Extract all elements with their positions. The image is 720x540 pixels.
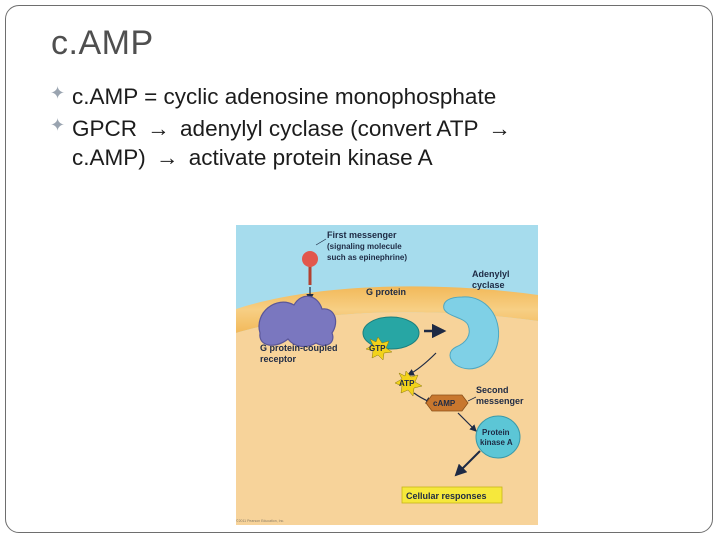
cellular-responses-label: Cellular responses — [406, 491, 487, 501]
first-messenger-label-2: (signaling molecule — [327, 242, 402, 251]
bullet-text-adenylyl: adenylyl cyclase (convert ATP — [180, 115, 479, 141]
first-messenger-label-1: First messenger — [327, 230, 397, 240]
bullet-marker-icon: ✦ — [50, 83, 66, 103]
right-arrow-icon: → — [488, 115, 511, 141]
ligand-icon — [302, 251, 318, 267]
adenylyl-cyclase-icon — [443, 296, 500, 370]
receptor-label-2: receptor — [260, 354, 297, 364]
second-messenger-leader — [467, 396, 477, 402]
bullet-marker-icon: ✦ — [50, 114, 66, 135]
receptor-icon — [258, 295, 337, 348]
pathway-diagram: First messenger (signaling molecule such… — [236, 225, 538, 525]
pka-label-1: Protein — [482, 428, 510, 437]
ligand-label-leader — [315, 238, 327, 246]
gtp-star-icon — [365, 336, 393, 361]
second-messenger-label-2: messenger — [476, 396, 524, 406]
camp-icon — [425, 394, 469, 412]
atp-label: ATP — [399, 379, 415, 388]
bullet-continuation: c.AMP) → activate protein kinase A — [50, 143, 670, 173]
activation-arrow-pka — [457, 412, 477, 432]
right-arrow-icon: → — [156, 145, 179, 171]
figure-credit: ©2011 Pearson Education, Inc. — [236, 519, 284, 523]
g-protein-label: G protein — [366, 287, 406, 297]
receptor-label-1: G protein-coupled — [260, 343, 338, 353]
bullet-text-gpcr: GPCR — [72, 115, 138, 141]
conversion-arrow-1 — [406, 352, 437, 376]
pka-label-2: kinase A — [480, 438, 513, 447]
bullet-item-camp-definition: ✦ c.AMP = cyclic adenosine monophosphate — [50, 82, 670, 112]
bullet-text: c.AMP = cyclic adenosine monophosphate — [72, 84, 497, 109]
camp-label: cAMP — [433, 399, 456, 408]
first-messenger-label-3: such as epinephrine) — [327, 253, 407, 262]
bullet-item-gpcr-pathway: ✦ GPCR → adenylyl cyclase (convert ATP → — [50, 114, 670, 144]
gtp-label: GTP — [369, 344, 386, 353]
protein-kinase-a-icon — [475, 415, 521, 459]
response-arrow — [454, 450, 481, 477]
bullet-text-pka: activate protein kinase A — [188, 145, 433, 171]
cellular-responses-box — [401, 486, 503, 504]
bullet-text-camp: c.AMP) — [72, 145, 146, 171]
adenylyl-cyclase-label-1: Adenylyl — [472, 269, 510, 279]
bullet-list: ✦ c.AMP = cyclic adenosine monophosphate… — [50, 82, 670, 173]
right-arrow-icon: → — [147, 115, 170, 141]
adenylyl-cyclase-label-2: cyclase — [472, 280, 505, 290]
slide-title: c.AMP — [51, 24, 154, 62]
second-messenger-label-1: Second — [476, 385, 509, 395]
atp-star-icon — [394, 370, 423, 397]
camp-pathway-figure: First messenger (signaling molecule such… — [236, 225, 538, 525]
